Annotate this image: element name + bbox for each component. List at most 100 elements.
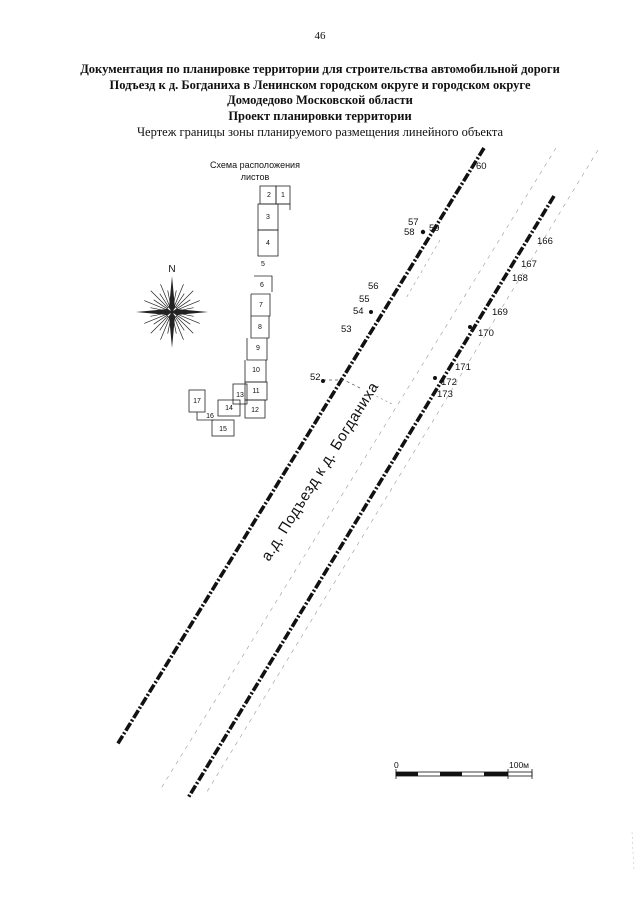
sheet-label-11: 11	[252, 388, 259, 395]
compass-ray	[144, 313, 167, 324]
compass-ray	[153, 315, 168, 325]
title-block: Документация по планировке территории дл…	[40, 62, 600, 140]
scale-bar-segment-5	[484, 772, 508, 776]
sheet-label-2: 2	[267, 192, 271, 199]
point-label-60: 60	[476, 161, 487, 172]
sheet-index-map: Схема расположения листов	[188, 160, 300, 437]
scan-edge-mark	[631, 831, 635, 871]
compass-ray	[160, 284, 171, 307]
compass-ray	[144, 300, 167, 311]
compass-ray	[153, 299, 168, 309]
compass-ray	[173, 317, 184, 340]
point-label-53: 53	[341, 324, 352, 335]
sheet-label-3: 3	[266, 214, 270, 221]
compass-ray	[175, 315, 194, 334]
point-label-173: 173	[437, 389, 453, 400]
compass-ray	[177, 313, 200, 324]
boundary-line-right	[186, 195, 556, 799]
compass-ray	[176, 299, 191, 309]
sheet-label-1: 1	[281, 192, 285, 199]
sheet-label-10: 10	[252, 367, 260, 374]
road-name-label: а.д. Подъезд к д. Богданиха	[258, 379, 382, 564]
sheet-label-4: 4	[266, 240, 270, 247]
scale-start-label: 0	[394, 760, 399, 770]
sheet-label-17: 17	[193, 398, 201, 405]
compass-ray	[159, 316, 169, 331]
point-marker-172	[433, 376, 437, 380]
sheet-label-5: 5	[261, 261, 265, 268]
title-line-3: Домодедово Московской области	[227, 93, 413, 107]
point-label-59: 59	[429, 223, 440, 234]
scale-end-label: 100м	[509, 760, 529, 770]
compass-ray	[150, 315, 169, 334]
sheet-frame-14	[217, 399, 241, 417]
point-label-167: 167	[521, 259, 537, 270]
point-label-58: 58	[404, 227, 415, 238]
index-map-title-line-2: листов	[241, 172, 270, 182]
compass-ray	[176, 315, 191, 325]
sheet-frame-8	[250, 316, 270, 339]
point-label-172: 172	[441, 377, 457, 388]
point-label-171: 171	[455, 362, 471, 373]
compass-ray	[173, 284, 184, 307]
drawing-subtitle: Чертеж границы зоны планируемого размеще…	[136, 125, 504, 139]
guide-line-short	[404, 239, 441, 301]
sheet-frame-4	[257, 229, 279, 257]
boundary-line-left	[115, 147, 486, 746]
point-label-56: 56	[368, 281, 379, 292]
sheet-label-7: 7	[259, 302, 263, 309]
sheet-frame-16	[196, 412, 214, 421]
compass-ray	[175, 290, 194, 309]
compass-ray	[150, 290, 169, 309]
sheet-label-8: 8	[258, 324, 262, 331]
point-label-170: 170	[478, 328, 494, 339]
sheet-label-6: 6	[260, 282, 264, 289]
sheet-frame-7	[250, 293, 271, 317]
page-number: 46	[314, 30, 326, 42]
scale-bar: 0 100м	[394, 760, 533, 779]
sheet-label-15: 15	[219, 426, 227, 433]
north-arrow-icon: N	[136, 264, 208, 348]
scale-bar-segment-1	[396, 772, 418, 776]
title-line-1: Документация по планировке территории дл…	[80, 62, 560, 76]
sheet-frame-1-tail	[276, 203, 291, 210]
sheet-label-14: 14	[225, 405, 233, 412]
compass-ray	[175, 293, 185, 308]
compass-ray	[160, 317, 171, 340]
junction-line-tail	[371, 393, 393, 405]
junction-line	[323, 379, 361, 389]
north-label: N	[168, 264, 175, 275]
road-corridor	[115, 147, 599, 799]
boundary-labels-left: 60 57 58 59 56 55 54 53 52	[310, 161, 487, 383]
guide-line-upper	[159, 147, 557, 791]
point-label-54: 54	[353, 306, 364, 317]
boundary-labels-right: 166 167 168 169 170 171 172 173	[437, 236, 553, 400]
sheet-label-12: 12	[251, 407, 259, 414]
sheet-frame-12	[244, 399, 266, 419]
title-line-4: Проект планировки территории	[228, 108, 412, 123]
point-marker-170	[468, 325, 472, 329]
compass-ray	[175, 316, 185, 331]
point-marker-54	[369, 310, 373, 314]
point-marker-52	[321, 379, 325, 383]
sheet-label-16: 16	[206, 413, 214, 420]
point-label-57: 57	[408, 217, 419, 228]
compass-ray	[159, 293, 169, 308]
boundary-point-markers	[321, 229, 472, 383]
point-marker-58	[420, 229, 426, 235]
point-label-168: 168	[512, 273, 528, 284]
point-label-55: 55	[359, 294, 370, 305]
scale-bar-segment-3	[440, 772, 462, 776]
compass-ray	[177, 300, 200, 311]
sheet-frame-6	[254, 275, 273, 292]
sheet-frame-9	[246, 338, 268, 361]
point-label-52: 52	[310, 372, 321, 383]
index-map-title-line-1: Схема расположения	[210, 160, 300, 170]
title-line-2: Подъезд к д. Богданиха в Ленинском город…	[109, 77, 531, 92]
sheet-label-9: 9	[256, 345, 260, 352]
sheet-label-13: 13	[236, 392, 244, 399]
point-label-166: 166	[537, 236, 553, 247]
point-label-169: 169	[492, 307, 508, 318]
